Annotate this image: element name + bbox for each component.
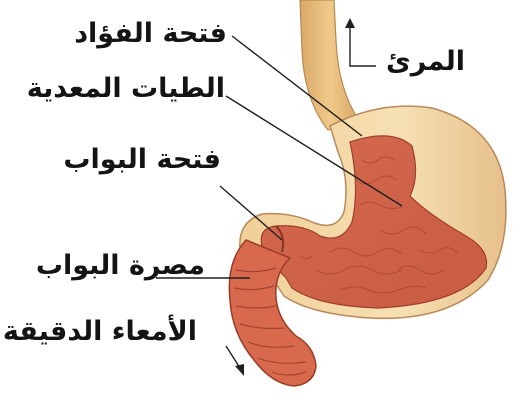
label-pylorus: فتحة البواب [63, 146, 221, 173]
esophagus-arrow-head [345, 18, 355, 28]
leader-esophagus [350, 26, 376, 66]
leader-intestine [226, 346, 240, 368]
label-cardia: فتحة الفؤاد [74, 20, 227, 47]
label-pyloric-sphincter: مصرة البواب [36, 252, 205, 279]
intestine-arrow-head [235, 364, 244, 376]
esophagus-tube [300, 0, 360, 130]
label-gastric-folds: الطيات المعدية [27, 75, 225, 102]
label-small-intestine: الأمعاء الدقيقة [3, 318, 197, 345]
label-esophagus: المرئ [386, 48, 465, 75]
